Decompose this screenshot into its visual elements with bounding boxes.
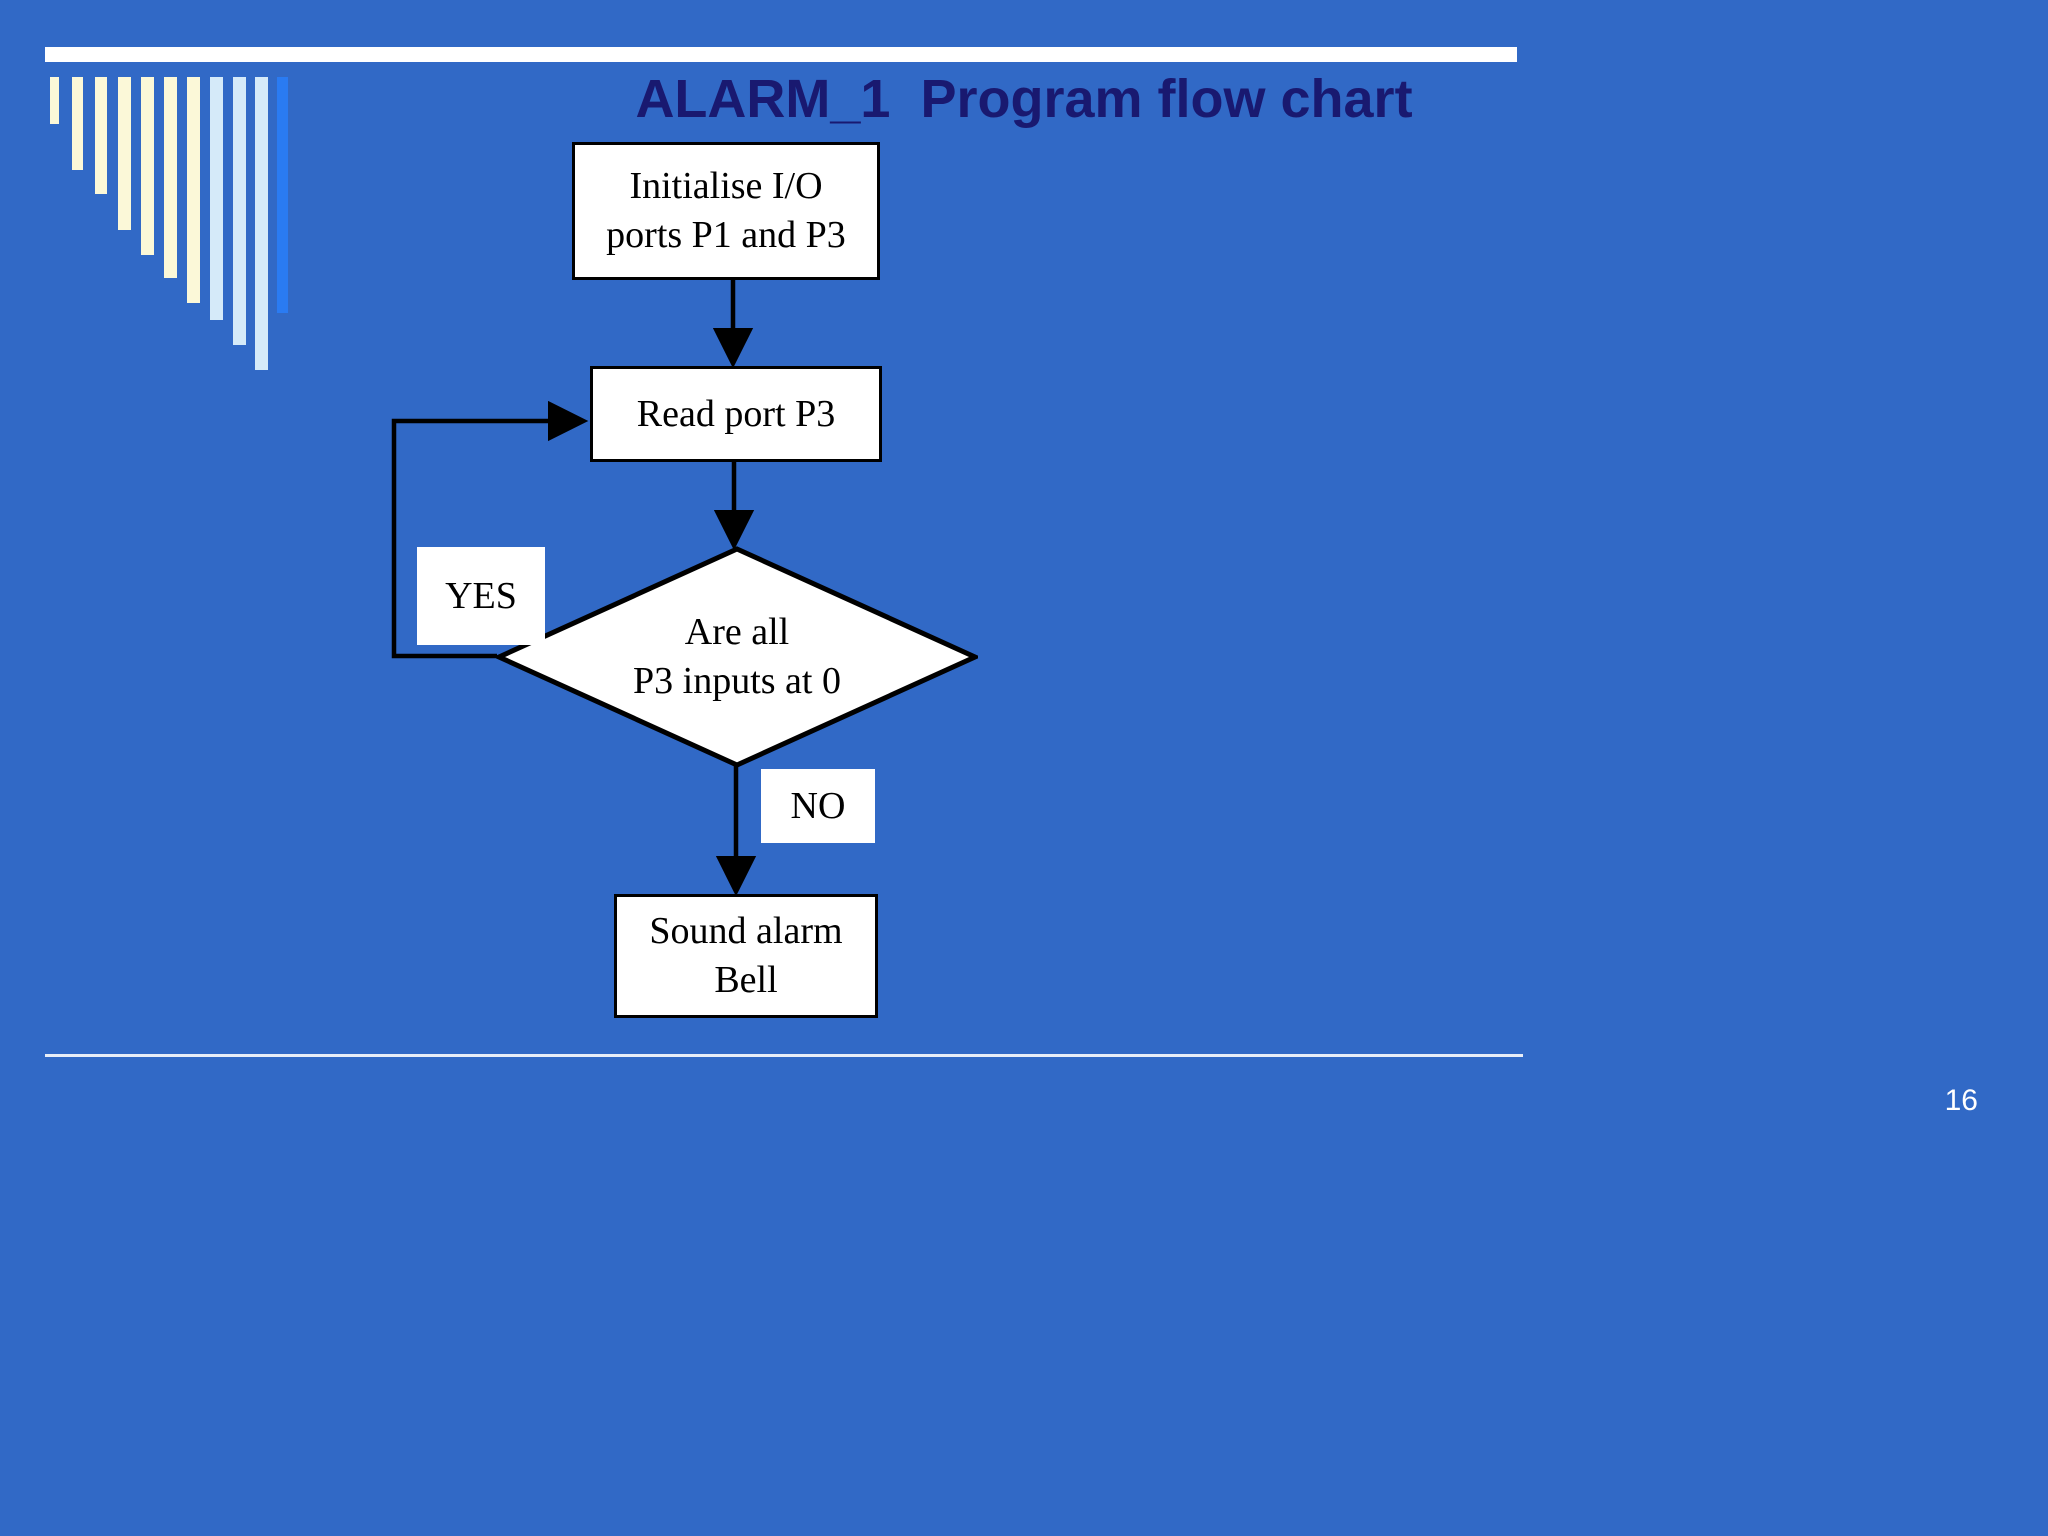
edge-label-yes: YES [417,547,545,645]
flow-node-read-port-line1: Read port P3 [636,392,836,435]
decor-bar-10 [255,77,268,370]
edge-label-no-text: NO [790,785,846,827]
page-title: ALARM_1 Program flow chart [635,69,1413,129]
flow-node-sound-alarm-line1: Sound alarm [649,910,843,953]
flow-node-sound-alarm-line2: Bell [714,959,778,1001]
decor-bar-3 [95,77,107,194]
flow-node-initialise-line1: Initialise I/O [629,165,823,208]
edge-label-no: NO [761,769,875,843]
bottom-divider-rule [45,1054,1523,1057]
decor-bar-8 [210,77,223,320]
flow-node-read-port[interactable]: Read port P3 [590,366,882,462]
flow-node-decision-shape[interactable] [496,546,978,768]
page-number: 16 [1944,1084,1978,1117]
top-divider-rule [45,47,1517,62]
flow-node-initialise[interactable]: Initialise I/O ports P1 and P3 [572,142,880,280]
flow-node-initialise-line2: ports P1 and P3 [606,214,846,256]
ascending-bars-decoration [44,77,288,370]
decor-bar-2 [72,77,83,170]
decor-bar-9 [233,77,246,345]
decor-bar-7 [187,77,200,303]
edge-label-yes-text: YES [445,575,517,617]
decor-bar-1 [50,77,59,124]
decor-bar-11 [277,77,288,313]
decor-bar-4 [118,77,131,230]
decor-bar-5 [141,77,154,255]
flow-node-sound-alarm[interactable]: Sound alarm Bell [614,894,878,1018]
decor-bar-6 [164,77,177,278]
decision-diamond-polygon [496,546,978,768]
